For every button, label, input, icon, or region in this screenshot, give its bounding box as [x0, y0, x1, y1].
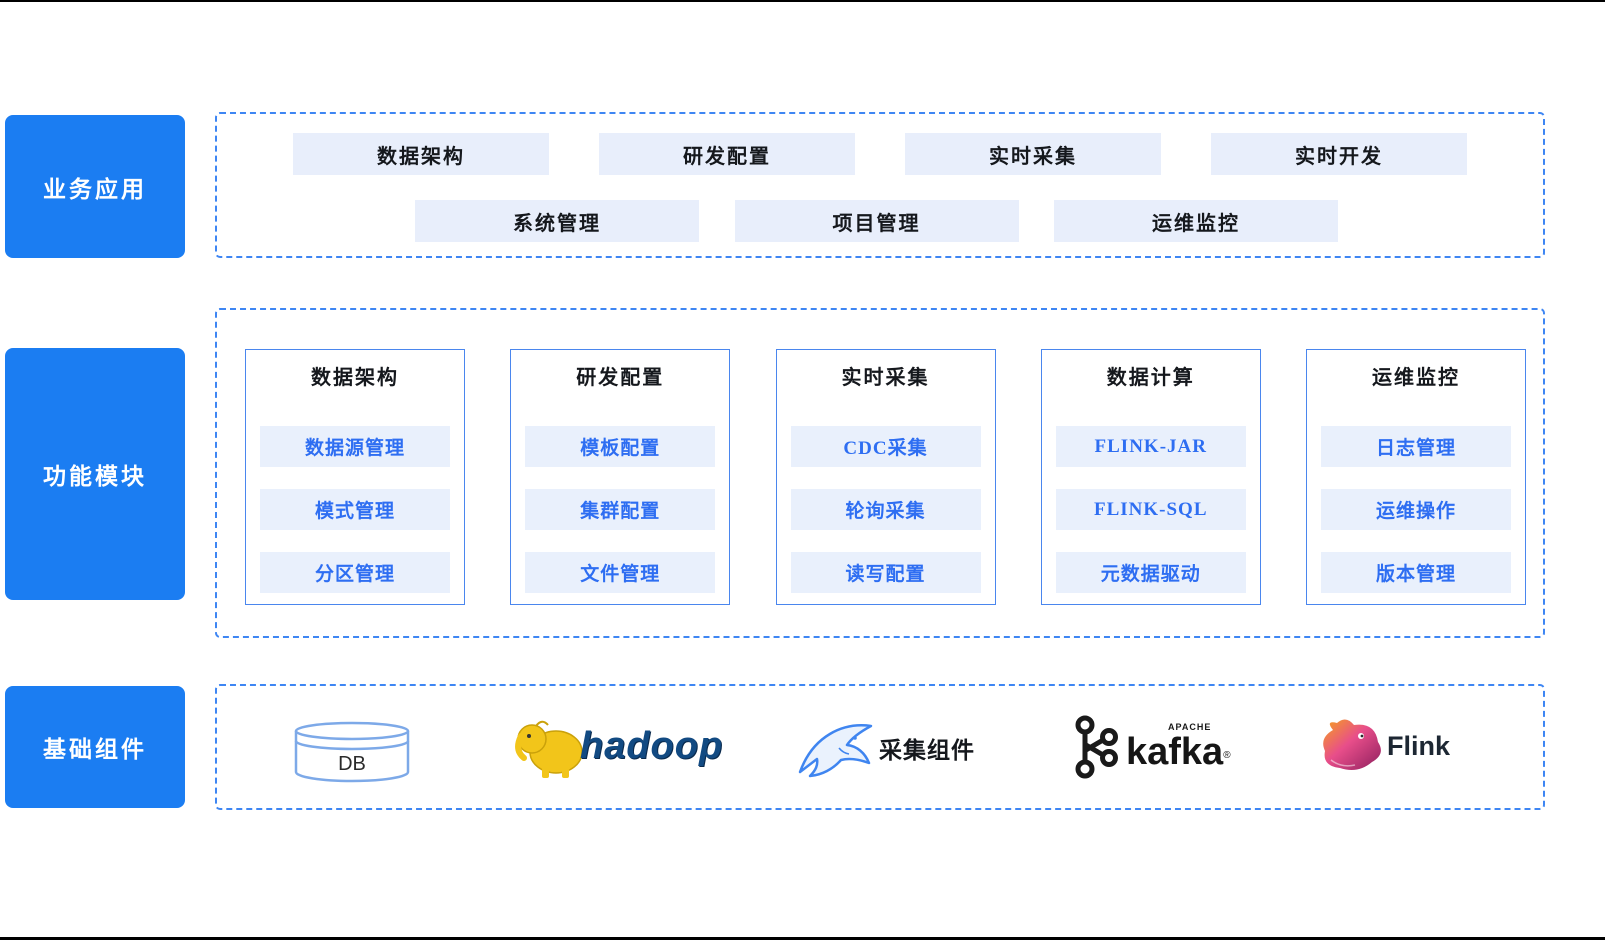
module-item: FLINK-JAR — [1055, 426, 1246, 467]
app-box-ops-monitoring: 运维监控 — [1054, 200, 1338, 242]
module-column-dev-config: 研发配置 模板配置 集群配置 文件管理 — [510, 349, 731, 605]
app-box-data-architecture: 数据架构 — [293, 133, 549, 175]
module-item: 版本管理 — [1321, 552, 1511, 593]
module-columns: 数据架构 数据源管理 模式管理 分区管理 研发配置 模板配置 集群配置 文件管理… — [245, 349, 1526, 605]
module-item: 分区管理 — [260, 552, 450, 593]
module-item: 日志管理 — [1321, 426, 1511, 467]
module-column-title: 运维监控 — [1372, 366, 1460, 389]
module-item: 读写配置 — [790, 552, 981, 593]
app-row-2: 系统管理 项目管理 运维监控 — [415, 200, 1338, 242]
module-item: 轮询采集 — [790, 489, 981, 530]
flink-label: Flink — [1387, 730, 1451, 761]
app-box-realtime-development: 实时开发 — [1211, 133, 1467, 175]
component-hadoop: hadoop — [512, 712, 723, 780]
module-item: 模板配置 — [525, 426, 716, 467]
app-box-system-management: 系统管理 — [415, 200, 699, 242]
kafka-apache-label: APACHE — [1168, 722, 1212, 732]
module-item: 集群配置 — [525, 489, 716, 530]
module-item: 文件管理 — [525, 552, 716, 593]
business-applications-section: 数据架构 研发配置 实时采集 实时开发 系统管理 项目管理 运维监控 — [215, 112, 1545, 258]
layer-label-function-modules: 功能模块 — [5, 348, 185, 600]
module-column-title: 实时采集 — [841, 366, 930, 389]
module-item: 模式管理 — [260, 489, 450, 530]
hadoop-elephant-icon — [515, 720, 583, 778]
module-column-title: 研发配置 — [576, 366, 665, 389]
module-item: FLINK-SQL — [1055, 489, 1246, 530]
kafka-label: kafka — [1126, 731, 1224, 773]
flink-squirrel-icon — [1323, 719, 1381, 770]
module-item: CDC采集 — [790, 426, 981, 467]
collector-label: 采集组件 — [879, 737, 975, 763]
base-components-section: DB hadoop 采集组件 — [215, 684, 1545, 810]
module-column-ops-monitoring: 运维监控 日志管理 运维操作 版本管理 — [1306, 349, 1526, 605]
kafka-registered-mark: ® — [1223, 750, 1231, 761]
layer-label-base-components: 基础组件 — [5, 686, 185, 808]
module-item: 元数据驱动 — [1055, 552, 1246, 593]
app-row-1: 数据架构 研发配置 实时采集 实时开发 — [293, 133, 1467, 175]
kafka-logo-icon — [1075, 715, 1118, 779]
function-modules-section: 数据架构 数据源管理 模式管理 分区管理 研发配置 模板配置 集群配置 文件管理… — [215, 308, 1545, 638]
app-box-realtime-collection: 实时采集 — [905, 133, 1161, 175]
layer-label-business-applications: 业务应用 — [5, 115, 185, 258]
app-box-dev-config: 研发配置 — [599, 133, 855, 175]
module-column-realtime-collection: 实时采集 CDC采集 轮询采集 读写配置 — [775, 349, 996, 605]
hadoop-label: hadoop — [580, 724, 724, 767]
module-item: 数据源管理 — [260, 426, 450, 467]
database-icon: DB — [294, 721, 410, 783]
svg-text:DB: DB — [338, 753, 366, 775]
component-flink: Flink — [1317, 716, 1450, 776]
shark-icon — [798, 724, 873, 778]
module-column-data-architecture: 数据架构 数据源管理 模式管理 分区管理 — [245, 349, 465, 605]
app-box-project-management: 项目管理 — [734, 200, 1019, 242]
module-column-data-computing: 数据计算 FLINK-JAR FLINK-SQL 元数据驱动 — [1040, 349, 1261, 605]
component-collector: 采集组件 — [795, 714, 975, 782]
component-db: DB — [292, 720, 412, 784]
component-kafka: APACHE kafka® — [1072, 714, 1231, 780]
module-item: 运维操作 — [1321, 489, 1511, 530]
module-column-title: 数据计算 — [1106, 366, 1195, 389]
module-column-title: 数据架构 — [311, 366, 399, 389]
